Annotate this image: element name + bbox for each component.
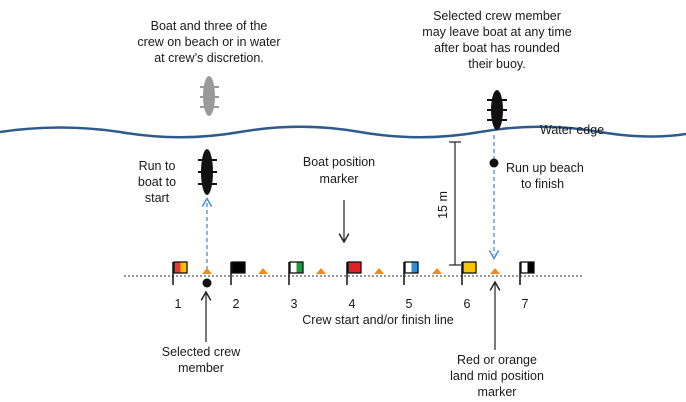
svg-text:Boat and three of the: Boat and three of the [151, 19, 268, 33]
lane-number: 3 [291, 297, 298, 311]
lane-flag [519, 261, 535, 285]
lane-number: 1 [175, 297, 182, 311]
mid-position-marker-label: Red or orange land mid position marker [450, 353, 544, 399]
leave-boat-note: Selected crew member may leave boat at a… [422, 9, 571, 71]
boat-left-icon [198, 149, 217, 195]
mid-marker [316, 268, 326, 274]
lane-flag [346, 261, 362, 285]
svg-text:Boat position: Boat position [303, 155, 375, 169]
lane-flags [172, 261, 535, 285]
svg-text:start: start [145, 191, 170, 205]
lane-number: 2 [233, 297, 240, 311]
svg-text:their buoy.: their buoy. [468, 57, 525, 71]
svg-text:may leave boat at any time: may leave boat at any time [422, 25, 571, 39]
mid-markers [202, 268, 500, 274]
lane-flag [288, 261, 304, 285]
distance-label: 15 m [436, 191, 450, 219]
svg-text:Selected crew member: Selected crew member [433, 9, 561, 23]
svg-text:member: member [178, 361, 224, 375]
mid-marker [258, 268, 268, 274]
selected-crew-label: Selected crew member [162, 345, 241, 375]
boat-position-marker-label: Boat position marker [303, 155, 375, 186]
crew-member-return-dot [489, 158, 499, 168]
svg-text:crew on beach or in water: crew on beach or in water [137, 35, 280, 49]
lane-flag [403, 261, 419, 285]
svg-text:marker: marker [320, 172, 359, 186]
svg-text:Run up beach: Run up beach [506, 161, 584, 175]
svg-text:to finish: to finish [521, 177, 564, 191]
svg-text:Red or orange: Red or orange [457, 353, 537, 367]
svg-text:after boat has rounded: after boat has rounded [434, 41, 560, 55]
lane-flag [230, 261, 246, 285]
lane-number: 5 [406, 297, 413, 311]
boat-faded-icon [200, 76, 219, 116]
svg-text:land mid position: land mid position [450, 369, 544, 383]
lane-number: 4 [349, 297, 356, 311]
svg-text:Run to: Run to [139, 159, 176, 173]
boat-right-icon [487, 90, 507, 130]
svg-text:at crew’s discretion.: at crew’s discretion. [154, 51, 264, 65]
run-to-boat-label: Run to boat to start [138, 159, 176, 205]
mid-marker [374, 268, 384, 274]
water-edge-label: Water edge [540, 123, 604, 137]
lane-flag [172, 261, 188, 285]
lane-number: 7 [522, 297, 529, 311]
lane-flag [461, 261, 477, 285]
start-finish-label: Crew start and/or finish line [302, 313, 454, 327]
distance-measure: 15 m [436, 141, 461, 266]
svg-text:Selected crew: Selected crew [162, 345, 241, 359]
lane-numbers: 1 2 3 4 5 6 7 [175, 297, 529, 311]
water-line [0, 125, 686, 139]
svg-text:boat to: boat to [138, 175, 176, 189]
selected-crew-dot [202, 278, 212, 288]
run-up-beach-label: Run up beach to finish [506, 161, 584, 191]
mid-marker [432, 268, 442, 274]
lane-number: 6 [464, 297, 471, 311]
mid-marker [490, 268, 500, 274]
svg-text:marker: marker [478, 385, 517, 399]
beach-note: Boat and three of the crew on beach or i… [137, 19, 280, 65]
mid-marker [202, 268, 212, 274]
